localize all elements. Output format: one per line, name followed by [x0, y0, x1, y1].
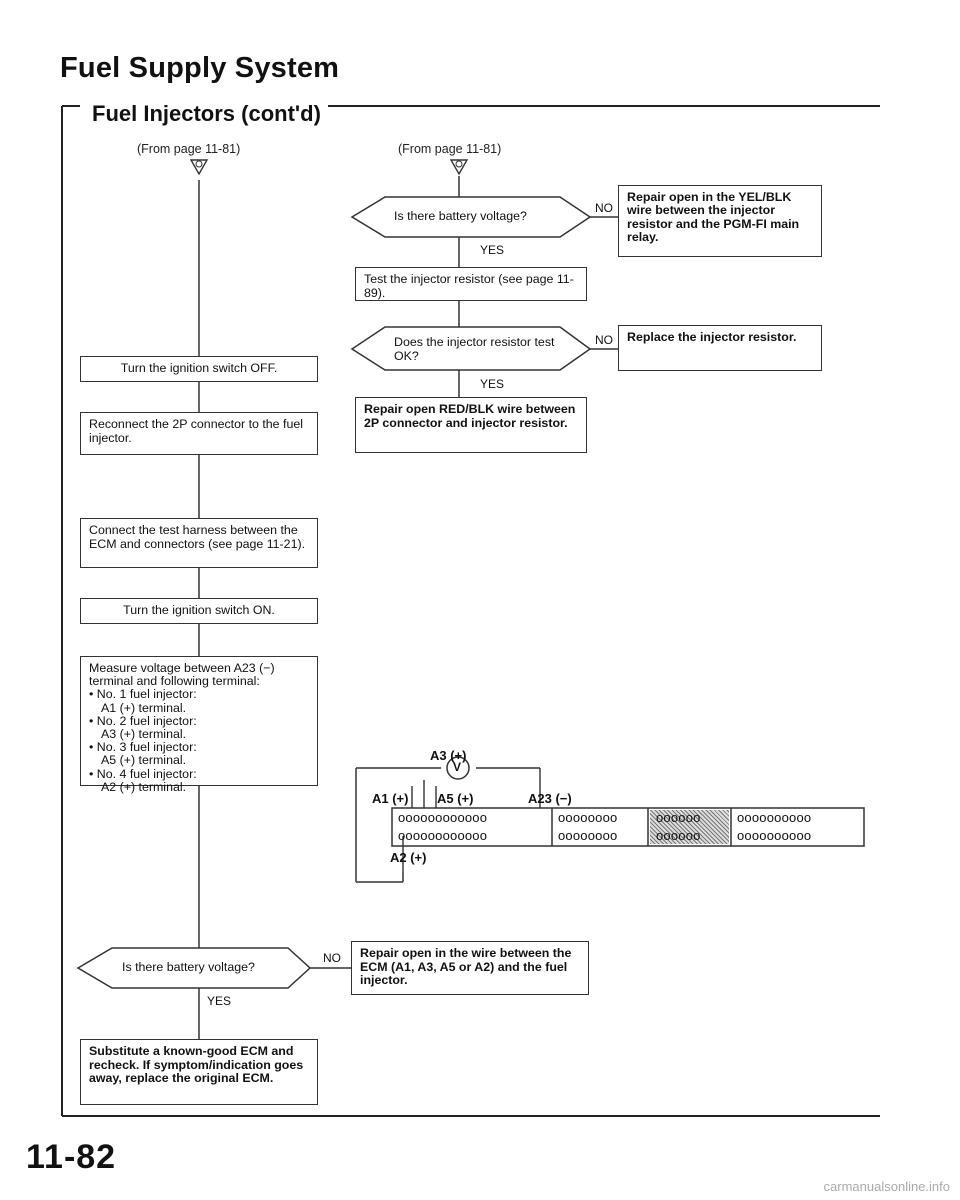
step-reconnect-2p: Reconnect the 2P connector to the fuel i…: [80, 412, 318, 455]
pin-a3-label: A3 (+): [430, 748, 467, 763]
step-test-injector-resistor: Test the injector resistor (see page 11-…: [355, 267, 587, 301]
right-no1-label: NO: [595, 201, 613, 215]
left-yes-label: YES: [207, 994, 232, 1008]
step-measure-voltage: Measure voltage between A23 (−) terminal…: [80, 656, 318, 794]
connector-row-bottom: oooooo: [656, 828, 701, 843]
right-no2-label: NO: [595, 333, 613, 347]
left-decision-battery-voltage: Is there battery voltage?: [122, 960, 255, 974]
left-from-page: (From page 11-81): [137, 142, 241, 156]
connector-row-bottom: oooooooooooo: [398, 828, 488, 843]
marker-b-icon: [449, 159, 469, 176]
step-ignition-on: Turn the ignition switch ON.: [80, 598, 318, 624]
result-repair-wire-ecm: Repair open in the wire between the ECM …: [351, 941, 589, 995]
voltmeter-icon: V: [453, 760, 462, 774]
measure-item: A1 (+) terminal.: [101, 700, 187, 715]
connector-row-top: oooooo: [656, 810, 701, 825]
left-no-label: NO: [323, 951, 341, 965]
measure-item: • No. 2 fuel injector:: [89, 713, 197, 728]
measure-item: A2 (+) terminal.: [101, 779, 187, 794]
pin-a23-label: A23 (−): [528, 791, 572, 806]
result-substitute-ecm: Substitute a known-good ECM and recheck.…: [80, 1039, 318, 1105]
watermark: carmanualsonline.info: [823, 1179, 950, 1194]
measure-item: A3 (+) terminal.: [101, 727, 187, 742]
connector-row-top: oooooooooooo: [398, 810, 488, 825]
pin-a2-label: A2 (+): [390, 850, 427, 865]
pin-a5-label: A5 (+): [437, 791, 474, 806]
pin-a1-label: A1 (+): [372, 791, 409, 806]
measure-intro: Measure voltage between A23 (−) terminal…: [89, 661, 275, 689]
result-repair-red-blk: Repair open RED/BLK wire between 2P conn…: [355, 397, 587, 453]
step-ignition-off: Turn the ignition switch OFF.: [80, 356, 318, 382]
page-title: Fuel Supply System: [60, 52, 340, 84]
connector-row-bottom: oooooooooo: [737, 828, 812, 843]
right-yes2-label: YES: [480, 377, 505, 391]
right-decision2-resistor-test: Does the injector resistor test OK?: [394, 335, 555, 363]
right-yes1-label: YES: [480, 243, 505, 257]
connector-row-top: oooooooooo: [737, 810, 812, 825]
measure-item: • No. 3 fuel injector:: [89, 740, 197, 755]
page-number: 11-82: [26, 1138, 117, 1176]
marker-a-icon: [189, 159, 209, 176]
section-subtitle: Fuel Injectors (cont'd): [92, 101, 321, 126]
right-decision1-battery-voltage: Is there battery voltage?: [394, 209, 527, 223]
result-replace-resistor: Replace the injector resistor.: [618, 325, 822, 371]
connector-diagram: [355, 756, 865, 883]
measure-item: A5 (+) terminal.: [101, 753, 187, 768]
result-repair-yel-blk: Repair open in the YEL/BLK wire between …: [618, 185, 822, 257]
measure-item: • No. 1 fuel injector:: [89, 687, 197, 702]
measure-item: • No. 4 fuel injector:: [89, 766, 197, 781]
connector-row-bottom: oooooooo: [558, 828, 618, 843]
step-connect-harness: Connect the test harness between the ECM…: [80, 518, 318, 568]
connector-hatched-section: [650, 810, 729, 844]
connector-row-top: oooooooo: [558, 810, 618, 825]
right-from-page: (From page 11-81): [398, 142, 502, 156]
